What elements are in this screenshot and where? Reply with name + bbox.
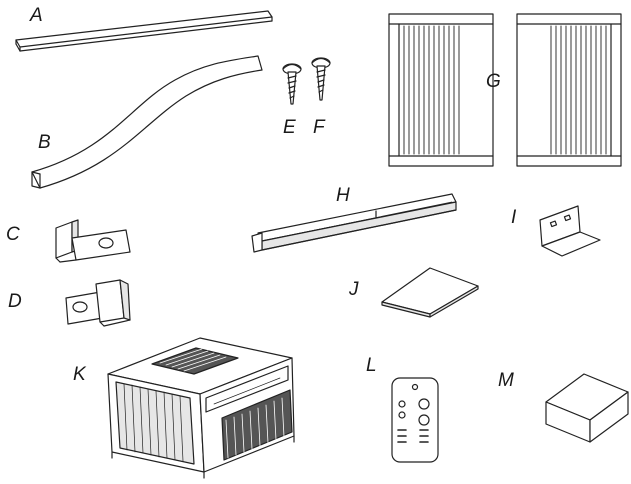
label-f: F [313, 117, 325, 138]
label-b: B [38, 132, 51, 153]
label-k: K [73, 364, 86, 385]
part-c-bracket [55, 219, 131, 263]
label-c: C [6, 224, 20, 245]
part-i-angle-bracket [539, 205, 601, 257]
label-i: I [511, 207, 517, 228]
label-g: G [486, 71, 501, 92]
part-m-foam-block [545, 373, 629, 443]
part-e-screw [282, 63, 302, 105]
part-j-foam-pad [381, 267, 479, 318]
label-e: E [283, 117, 296, 138]
part-h-channel-rail [251, 193, 457, 253]
part-l-remote [391, 377, 439, 463]
part-d-bracket [65, 279, 131, 327]
label-j: J [349, 279, 359, 300]
part-k-air-conditioner [107, 337, 295, 479]
part-g-side-panels [388, 13, 622, 167]
part-f-screw [311, 57, 331, 101]
label-m: M [498, 370, 514, 391]
part-b-foam-strip [31, 55, 263, 189]
label-l: L [366, 355, 377, 376]
label-a: A [30, 5, 43, 26]
label-d: D [8, 291, 22, 312]
label-h: H [336, 185, 350, 206]
part-a-top-rail [15, 10, 273, 52]
